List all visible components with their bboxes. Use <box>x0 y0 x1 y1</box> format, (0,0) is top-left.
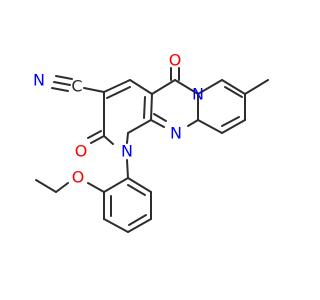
carbonyl-oxygen-top-label: O <box>169 51 182 70</box>
pyrimidine-nitrogen-label: N <box>170 124 182 143</box>
nitrile-carbon-label: C <box>71 77 82 96</box>
nitrile-nitrogen-label: N <box>33 71 45 90</box>
carbonyl-oxygen-left-label: O <box>75 142 88 161</box>
ring-nitrogen-label: N <box>121 142 133 161</box>
molecule-structure: N C N O N O N O <box>33 51 269 233</box>
ether-oxygen-label: O <box>72 168 85 187</box>
bond-lines <box>35 67 269 233</box>
bridgehead-nitrogen-label: N <box>192 85 204 104</box>
atom-labels: N C N O N O N O <box>33 51 204 187</box>
